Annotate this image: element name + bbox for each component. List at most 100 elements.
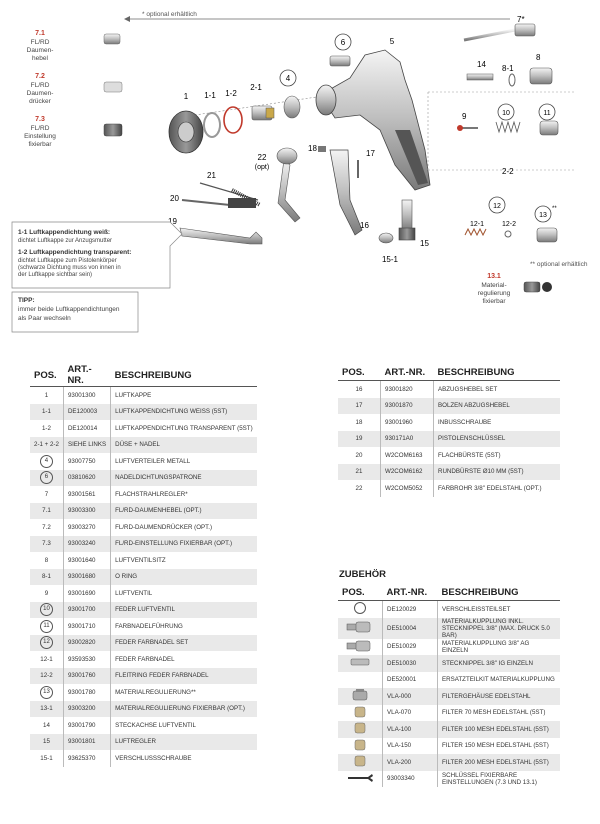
svg-text:Einstellung: Einstellung <box>24 133 56 140</box>
o-ring-icon <box>352 602 368 617</box>
art-cell: DE520001 <box>382 671 438 688</box>
svg-text:(opt): (opt) <box>255 164 269 171</box>
pos-cell <box>338 639 383 656</box>
svg-text:1-2: 1-2 <box>225 89 237 98</box>
pos-cell: 15-1 <box>40 754 53 762</box>
art-cell: 93003270 <box>62 519 112 536</box>
svg-text:**: ** <box>552 206 557 212</box>
svg-text:10: 10 <box>502 110 510 117</box>
col-art: ART.-NR. <box>63 364 111 387</box>
svg-text:12-2: 12-2 <box>502 221 516 228</box>
desc-cell: FARBNADELFÜHRUNG <box>115 622 183 630</box>
desc-cell: PISTOLENSCHLÜSSEL <box>433 430 560 447</box>
svg-text:5: 5 <box>390 37 395 46</box>
desc-cell: BOLZEN ABZUGSHEBEL <box>433 397 560 414</box>
svg-text:7.2: 7.2 <box>35 73 45 80</box>
svg-text:Material-: Material- <box>481 282 506 289</box>
pos-cell: 15 <box>30 733 64 750</box>
desc-cell: MATERIALREGULIERUNG** <box>115 688 196 696</box>
pos-cell: 12 <box>30 634 64 651</box>
desc-cell: FL/RD-DAUMENDRÜCKER (opt.) <box>115 523 213 531</box>
pos-cell: 1-2 <box>41 424 51 432</box>
svg-text:7.1: 7.1 <box>35 30 45 37</box>
desc-cell: FEDER LUFTVENTIL <box>110 601 257 618</box>
desc-cell: FEDER FARBNADEL SET <box>110 634 257 651</box>
art-cell: DE120014 <box>62 420 112 437</box>
art-cell: 93001300 <box>62 386 112 404</box>
pos-cell: 6 <box>30 469 64 486</box>
desc-cell: STECKNIPPEL 3/8" IG einzeln <box>437 655 560 672</box>
svg-text:18: 18 <box>308 144 317 153</box>
svg-text:1-1 Luftkappendichtung weiß:: 1-1 Luftkappendichtung weiß: <box>18 229 110 236</box>
svg-text:12: 12 <box>493 203 501 210</box>
filter-housing-icon <box>350 689 370 704</box>
art-cell: 93001820 <box>380 380 434 398</box>
desc-cell: NADELDICHTUNGSPATRONE <box>110 469 257 486</box>
accessories-title: ZUBEHÖR <box>339 569 386 580</box>
desc-cell: VERSCHLEISSTEILSET <box>442 605 511 613</box>
art-cell: 03810620 <box>62 469 112 486</box>
pos-cell: 22 <box>355 484 363 492</box>
art-cell: W2COM5052 <box>380 480 434 497</box>
art-cell: 93003300 <box>62 502 112 519</box>
pos-circled-badge: 4 <box>39 454 53 468</box>
svg-text:2-2: 2-2 <box>502 167 514 176</box>
pos-circled-badge: 10 <box>39 603 53 617</box>
art-cell: 93001760 <box>62 667 112 684</box>
art-cell: W2COM6162 <box>380 463 434 480</box>
desc-cell: SCHLÜSSEL FIXIERBARE EINSTELLUNGEN (7.3 … <box>442 771 537 786</box>
art-cell: VLA-000 <box>382 688 438 705</box>
pos-cell <box>338 721 383 738</box>
col-pos: POS. <box>338 584 383 601</box>
svg-text:4: 4 <box>286 74 291 83</box>
desc-cell: FLEITRING FEDER FARBNADEL <box>110 667 257 684</box>
desc-cell: FEDER FARBNADEL <box>115 655 175 663</box>
svg-text:9: 9 <box>462 112 467 121</box>
desc-cell: FILTERGEHÄUSE Edelstahl <box>437 688 560 705</box>
desc-cell: FILTER 200 Mesh Edelstahl (5St) <box>437 754 560 771</box>
table-row: 2-1 + 2-2siehe linksDÜSE + NADEL <box>30 436 257 453</box>
svg-text:Daumen-: Daumen- <box>27 90 54 97</box>
desc-cell: MATERIALREGULIERUNG fixierbar (opt.) <box>110 700 257 717</box>
pos-circled-badge: 12 <box>39 636 53 650</box>
pos-cell: 12-2 <box>30 667 64 684</box>
pos-cell: 8-1 <box>30 568 64 585</box>
svg-text:FL/RD: FL/RD <box>31 39 50 46</box>
desc-cell: RUNDBÜRSTE ø10 mm (5St) <box>433 463 560 480</box>
side-item-7-2: 7.2 FL/RD Daumen- drücker <box>27 73 123 105</box>
pos-cell: 11 <box>30 618 63 635</box>
side-item-7-3: 7.3 FL/RD Einstellung fixierbar <box>24 116 123 148</box>
col-pos: POS. <box>338 364 381 381</box>
pos-cell: 20 <box>355 451 363 459</box>
art-cell: DE120003 <box>62 403 112 420</box>
desc-cell: LUFTKAPPENDICHTUNG TRANSPARENT (5St) <box>115 424 253 432</box>
pos-cell: 1 <box>44 391 49 399</box>
desc-cell: LUFTKAPPE <box>115 391 152 399</box>
pos-cell: 7.3 <box>30 535 64 552</box>
col-pos: POS. <box>30 364 64 387</box>
svg-text:1: 1 <box>184 92 189 101</box>
art-cell: 93001690 <box>62 585 112 602</box>
desc-cell: LUFTREGLER <box>110 733 257 750</box>
svg-text:dichtet Luftkappe zum Pistolen: dichtet Luftkappe zum Pistolenkörper <box>18 258 117 264</box>
svg-text:2-1: 2-1 <box>250 83 262 92</box>
art-cell: 93003200 <box>62 700 112 717</box>
desc-cell: LUFTVENTIL <box>115 589 153 597</box>
desc-cell: STECKACHSE LUFTVENTIL <box>115 721 196 729</box>
art-cell: 93001680 <box>62 568 112 585</box>
svg-text:(schwarze Dichtung muss von in: (schwarze Dichtung muss von innen in <box>18 265 121 271</box>
